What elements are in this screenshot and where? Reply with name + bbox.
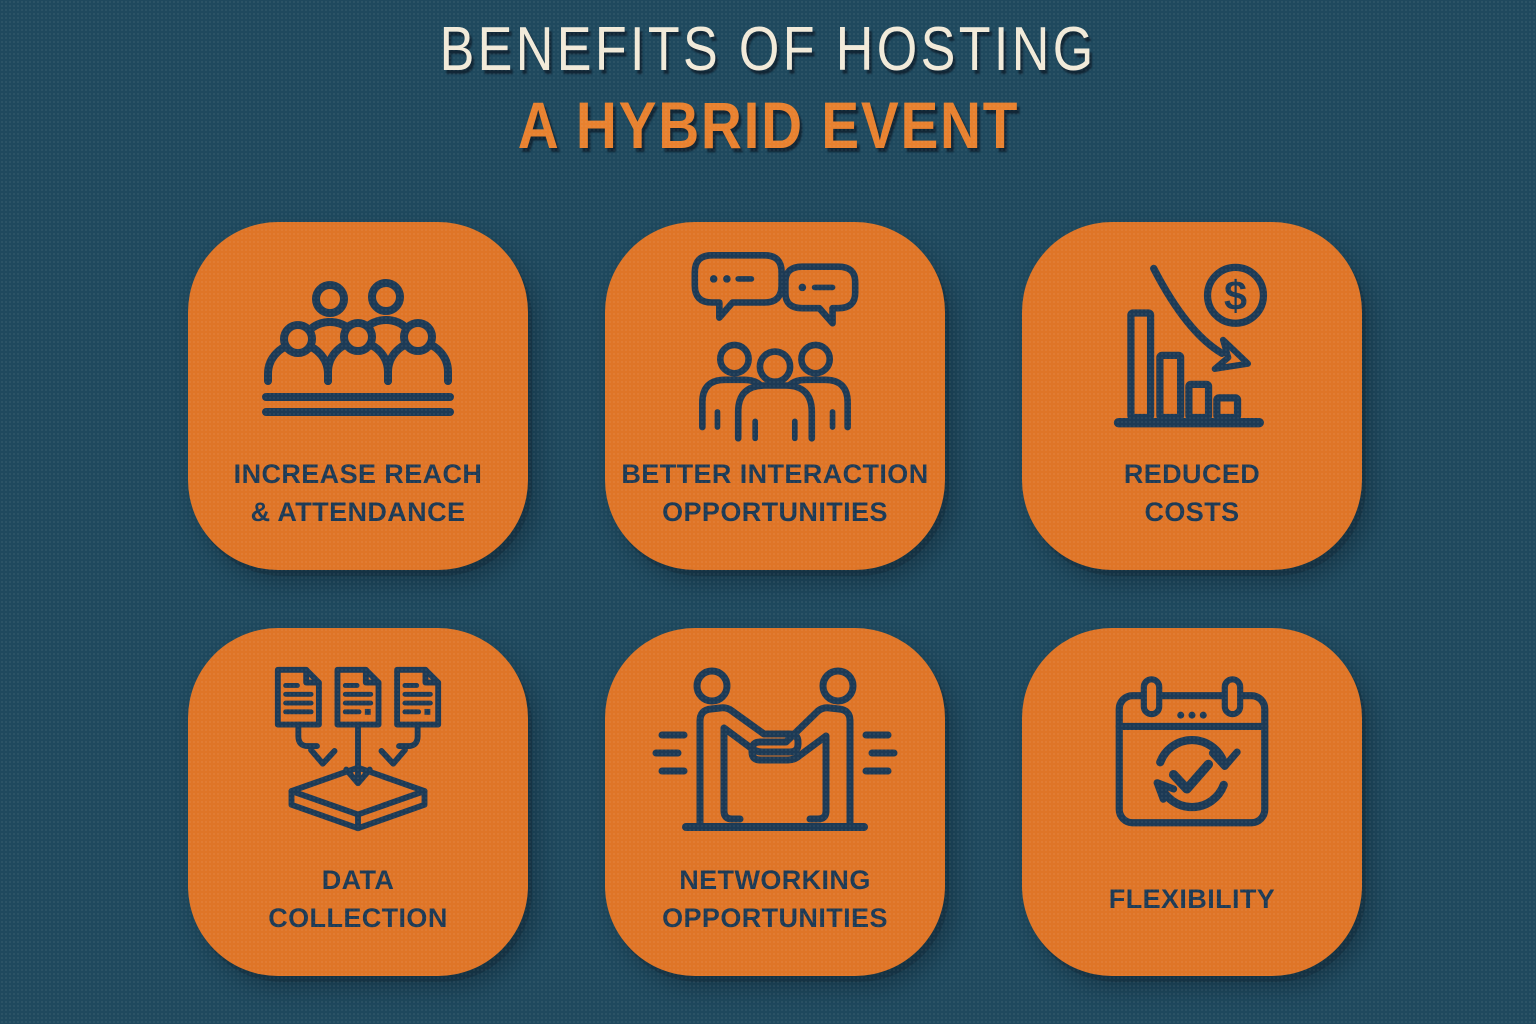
card-data-collection: DATA COLLECTION (188, 628, 528, 976)
dollar-sign-glyph: $ (1224, 273, 1247, 319)
card-increase-reach: INCREASE REACH & ATTENDANCE (188, 222, 528, 570)
card-label-line: OPPORTUNITIES (662, 497, 888, 527)
handshake-people-icon (652, 667, 898, 831)
benefits-grid: INCREASE REACH & ATTENDANCE (188, 222, 1362, 976)
card-networking: NETWORKING OPPORTUNITIES (605, 628, 945, 976)
card-label-line: NETWORKING (679, 864, 871, 895)
title-line-2: A HYBRID EVENT (517, 88, 1019, 162)
documents-into-box-icon (274, 666, 442, 832)
title-line-1: BENEFITS OF HOSTING (439, 15, 1097, 84)
card-reduced-costs: $ REDUCED COSTS (1022, 222, 1362, 570)
card-label: FLEXIBILITY (1022, 846, 1362, 976)
card-label: REDUCED COSTS (1022, 440, 1362, 570)
card-label-line: COSTS (1144, 497, 1240, 527)
card-label: NETWORKING OPPORTUNITIES (605, 846, 945, 976)
card-label-line: FLEXIBILITY (1108, 883, 1276, 914)
card-label-line: REDUCED (1123, 458, 1261, 489)
people-speech-bubbles-icon (691, 252, 859, 442)
card-label: DATA COLLECTION (188, 846, 528, 976)
card-better-interaction: BETTER INTERACTION OPPORTUNITIES (605, 222, 945, 570)
card-label-line: OPPORTUNITIES (662, 903, 888, 933)
card-label-line: & ATTENDANCE (250, 497, 466, 527)
card-label-line: COLLECTION (268, 903, 448, 933)
card-label-line: DATA (321, 864, 395, 895)
audience-icon (262, 279, 454, 416)
declining-chart-dollar-icon: $ (1113, 263, 1268, 428)
card-label: BETTER INTERACTION OPPORTUNITIES (605, 440, 945, 570)
card-label-line: BETTER INTERACTION (621, 458, 929, 489)
poster-header: BENEFITS OF HOSTING A HYBRID EVENT (0, 14, 1536, 163)
card-label-line: INCREASE REACH (233, 458, 483, 489)
card-flexibility: FLEXIBILITY (1022, 628, 1362, 976)
calendar-refresh-check-icon (1115, 676, 1269, 827)
card-label: INCREASE REACH & ATTENDANCE (188, 440, 528, 570)
